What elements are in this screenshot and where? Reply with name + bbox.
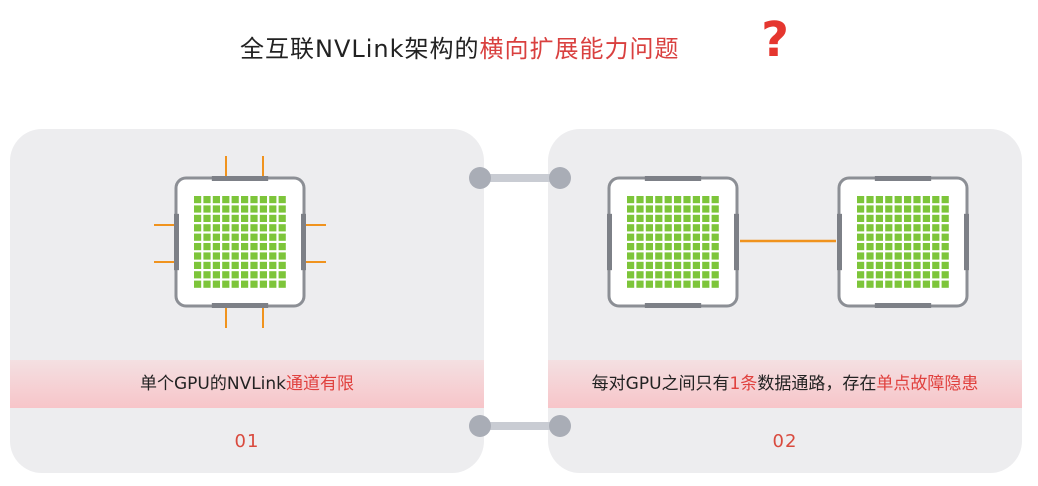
panel-02: 每对GPU之间只有1条数据通路，存在单点故障隐患 02 <box>548 129 1022 473</box>
caption-band <box>10 360 484 408</box>
connector-link-icon <box>469 167 571 189</box>
connector-link-icon <box>469 415 571 437</box>
caption-text: 单个GPU的NVLink <box>139 374 287 394</box>
question-mark-icon: ? <box>761 12 789 68</box>
panel-02-number: 02 <box>772 431 798 452</box>
panel-01-number: 01 <box>234 431 260 452</box>
caption-band <box>548 360 1022 408</box>
title-prefix: 全互联NVLink架构的 <box>240 35 480 63</box>
caption-highlight: 通道有限 <box>286 374 355 394</box>
caption-highlight: 1条 <box>729 374 758 394</box>
panel-02-caption: 每对GPU之间只有1条数据通路，存在单点故障隐患 <box>548 369 1022 399</box>
gpu-chip-icon <box>837 176 969 308</box>
gpu-chip-icon <box>174 176 306 308</box>
panel-01-diagram <box>154 156 326 328</box>
caption-text: 每对GPU之间只有 <box>591 374 730 394</box>
slide-title: 全互联NVLink架构的横向扩展能力问题 <box>240 32 680 66</box>
caption-highlight: 单点故障隐患 <box>876 374 979 394</box>
nvlink-lanes <box>154 156 326 328</box>
gpu-chip-icon <box>607 176 739 308</box>
caption-text: 数据通路，存在 <box>757 374 877 394</box>
panel-02-diagram <box>607 176 969 308</box>
panel-01-caption: 单个GPU的NVLink通道有限 <box>10 369 484 399</box>
panel-01: 单个GPU的NVLink通道有限 01 <box>10 129 484 473</box>
title-highlight: 横向扩展能力问题 <box>479 35 680 63</box>
